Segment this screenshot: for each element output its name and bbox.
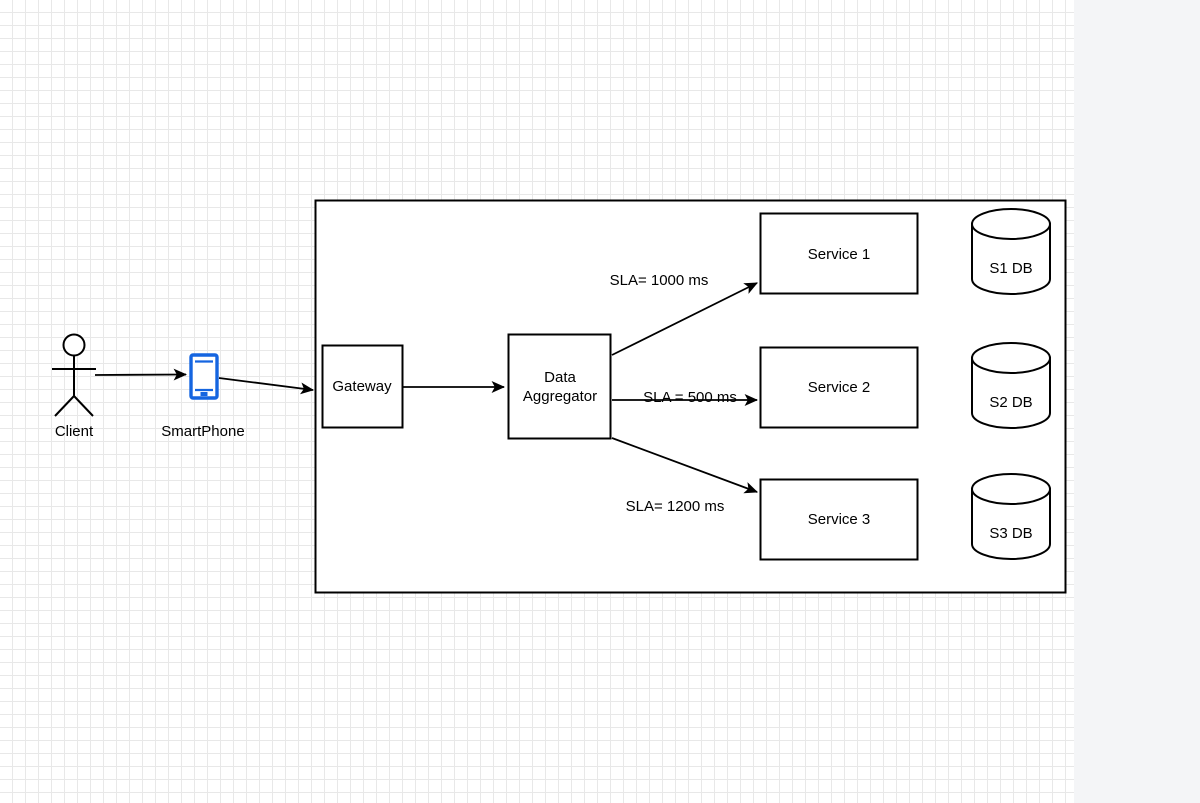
service-3-label: Service 3 <box>808 511 871 528</box>
sla-label-service-1: SLA= 1000 ms <box>610 272 709 289</box>
smartphone-icon <box>189 353 219 400</box>
data-aggregator-node[interactable]: Data Aggregator <box>507 333 612 440</box>
system-boundary <box>314 199 1067 594</box>
smartphone-label: SmartPhone <box>161 423 244 440</box>
aggregator-label-line1: Data <box>544 369 576 386</box>
service-2-node[interactable]: Service 2 <box>759 346 919 429</box>
aggregator-label-line2: Aggregator <box>523 388 597 405</box>
arrow-aggregator-to-service-1 <box>611 282 758 356</box>
database-s3-label: S3 DB <box>989 525 1032 542</box>
arrow-smartphone-to-boundary <box>218 377 315 395</box>
gateway-node[interactable]: Gateway <box>321 344 404 429</box>
database-s1-label: S1 DB <box>989 260 1032 277</box>
gateway-label: Gateway <box>332 378 392 395</box>
stick-figure-icon <box>52 333 96 417</box>
service-3-node[interactable]: Service 3 <box>759 478 919 561</box>
sla-label-service-2: SLA = 500 ms <box>643 389 737 406</box>
service-1-node[interactable]: Service 1 <box>759 212 919 295</box>
client-label: Client <box>55 423 94 440</box>
service-1-label: Service 1 <box>808 246 871 263</box>
sla-label-service-3: SLA= 1200 ms <box>626 498 725 515</box>
database-s2-node[interactable]: S2 DB <box>971 342 1051 429</box>
database-s3-node[interactable]: S3 DB <box>971 473 1051 560</box>
database-s2-label: S2 DB <box>989 394 1032 411</box>
arrow-client-to-smartphone <box>94 368 188 381</box>
service-2-label: Service 2 <box>808 379 871 396</box>
database-s1-node[interactable]: S1 DB <box>971 208 1051 295</box>
arrow-aggregator-to-service-3 <box>611 437 759 494</box>
